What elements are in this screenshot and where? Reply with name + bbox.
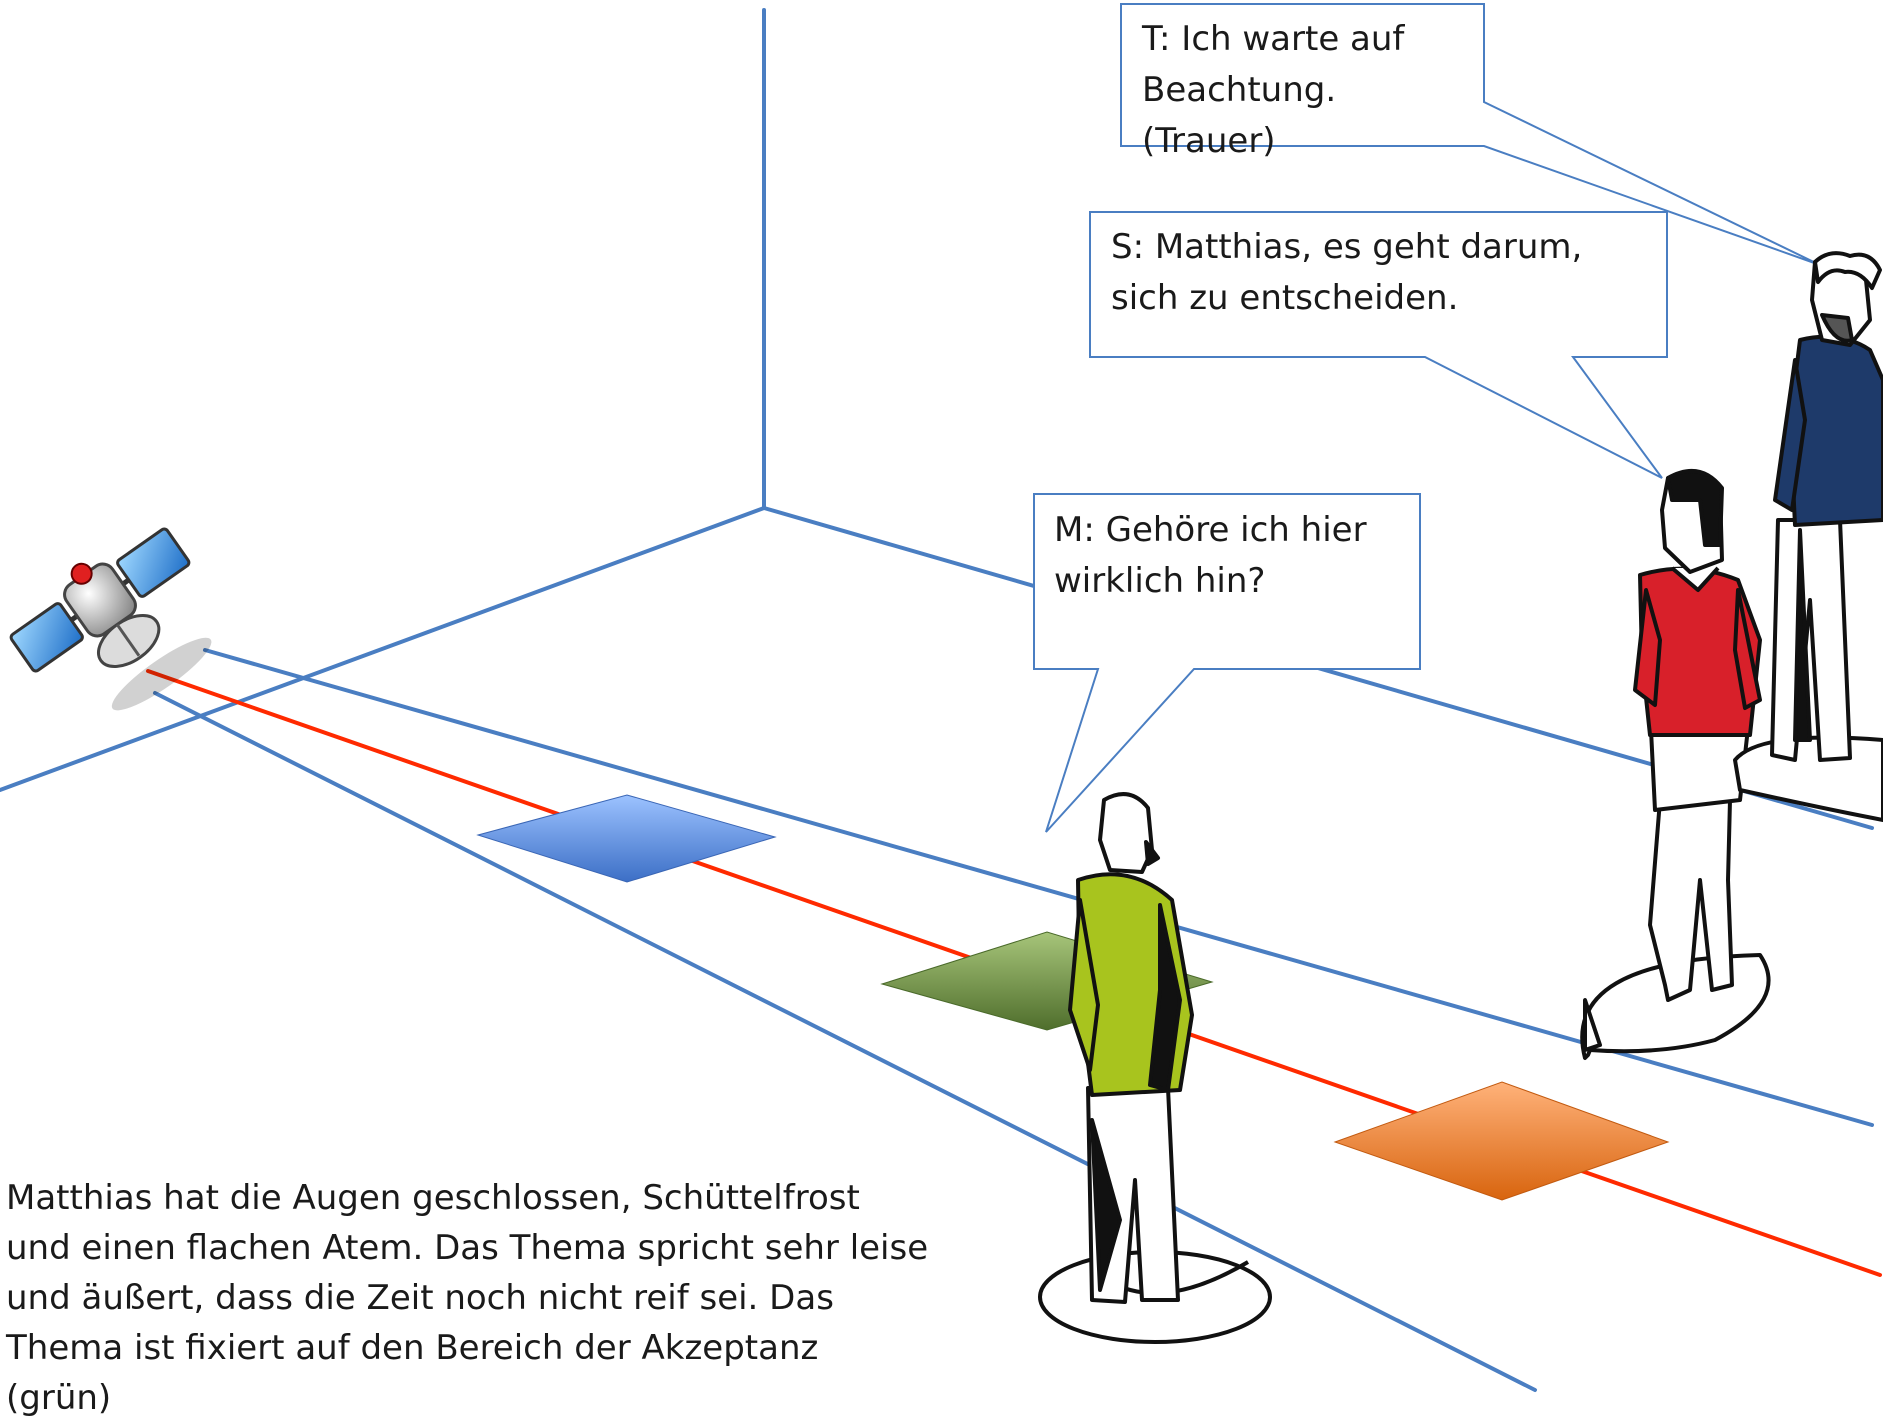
person-matthias-icon xyxy=(1038,792,1272,1344)
orange-tile xyxy=(1333,1081,1670,1201)
callout-m-shape xyxy=(1033,493,1421,833)
lower-track-line xyxy=(153,691,1537,1392)
callout-m-text: M: Gehöre ich hier wirklich hin? xyxy=(1054,510,1367,601)
blue-tile xyxy=(476,794,777,883)
scene-caption: Matthias hat die Augen geschlossen, Schü… xyxy=(6,1178,929,1418)
person-woman-icon xyxy=(1580,469,1771,1060)
callout-s-text: S: Matthias, es geht darum, sich zu ents… xyxy=(1111,227,1583,318)
person-bearded-man-icon xyxy=(1733,251,1883,822)
callout-s-shape xyxy=(1089,211,1668,479)
upper-track-line xyxy=(203,648,1874,1127)
left-floor-axis xyxy=(0,506,766,792)
callout-t-text: T: Ich warte auf Beachtung. (Trauer) xyxy=(1142,19,1405,161)
satellite-icon xyxy=(9,527,212,711)
